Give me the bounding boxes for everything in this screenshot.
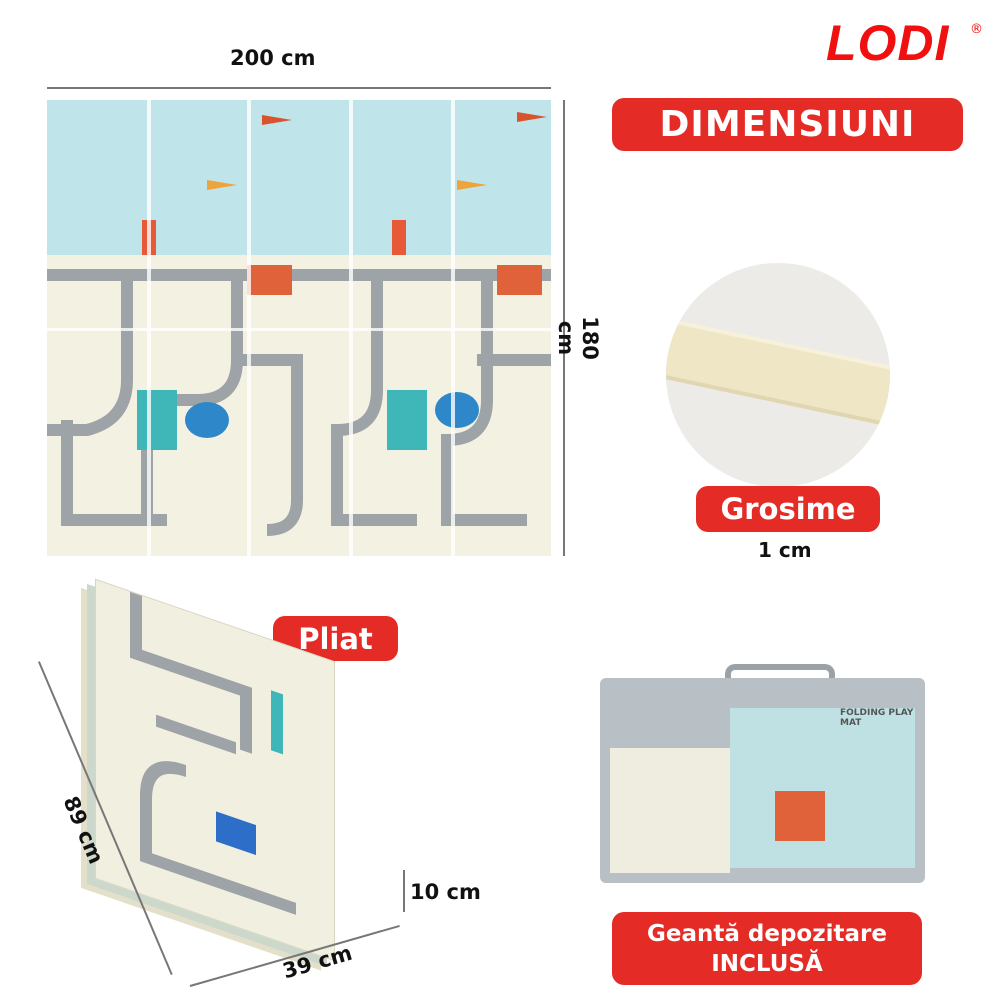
registered-mark: ® (970, 22, 983, 37)
bag-badge-line2: INCLUSĂ (711, 950, 823, 977)
brand-logo: LODI (826, 15, 950, 71)
mat-roads-illustration (47, 112, 551, 536)
play-mat-image (47, 100, 551, 556)
folded-height-label: 10 cm (410, 880, 481, 904)
mat-sky-area (47, 100, 551, 255)
thickness-sample-image (666, 263, 890, 487)
height-dimension-line (563, 100, 565, 556)
bag-print-text: FOLDING PLAY MAT (840, 708, 914, 728)
thickness-fold-dimension-line (403, 870, 405, 912)
mat-width-label: 200 cm (230, 46, 316, 70)
bag-badge: Geantă depozitare INCLUSĂ (612, 912, 922, 985)
title-badge: DIMENSIUNI (612, 98, 963, 151)
storage-bag-image: FOLDING PLAY MAT (600, 678, 925, 883)
mat-height-label: 180 cm (554, 316, 602, 360)
folded-mat-image (95, 578, 335, 962)
thickness-badge: Grosime (696, 486, 880, 532)
thickness-value: 1 cm (758, 538, 812, 562)
bag-badge-line1: Geantă depozitare (647, 920, 887, 947)
width-dimension-line (47, 87, 551, 89)
